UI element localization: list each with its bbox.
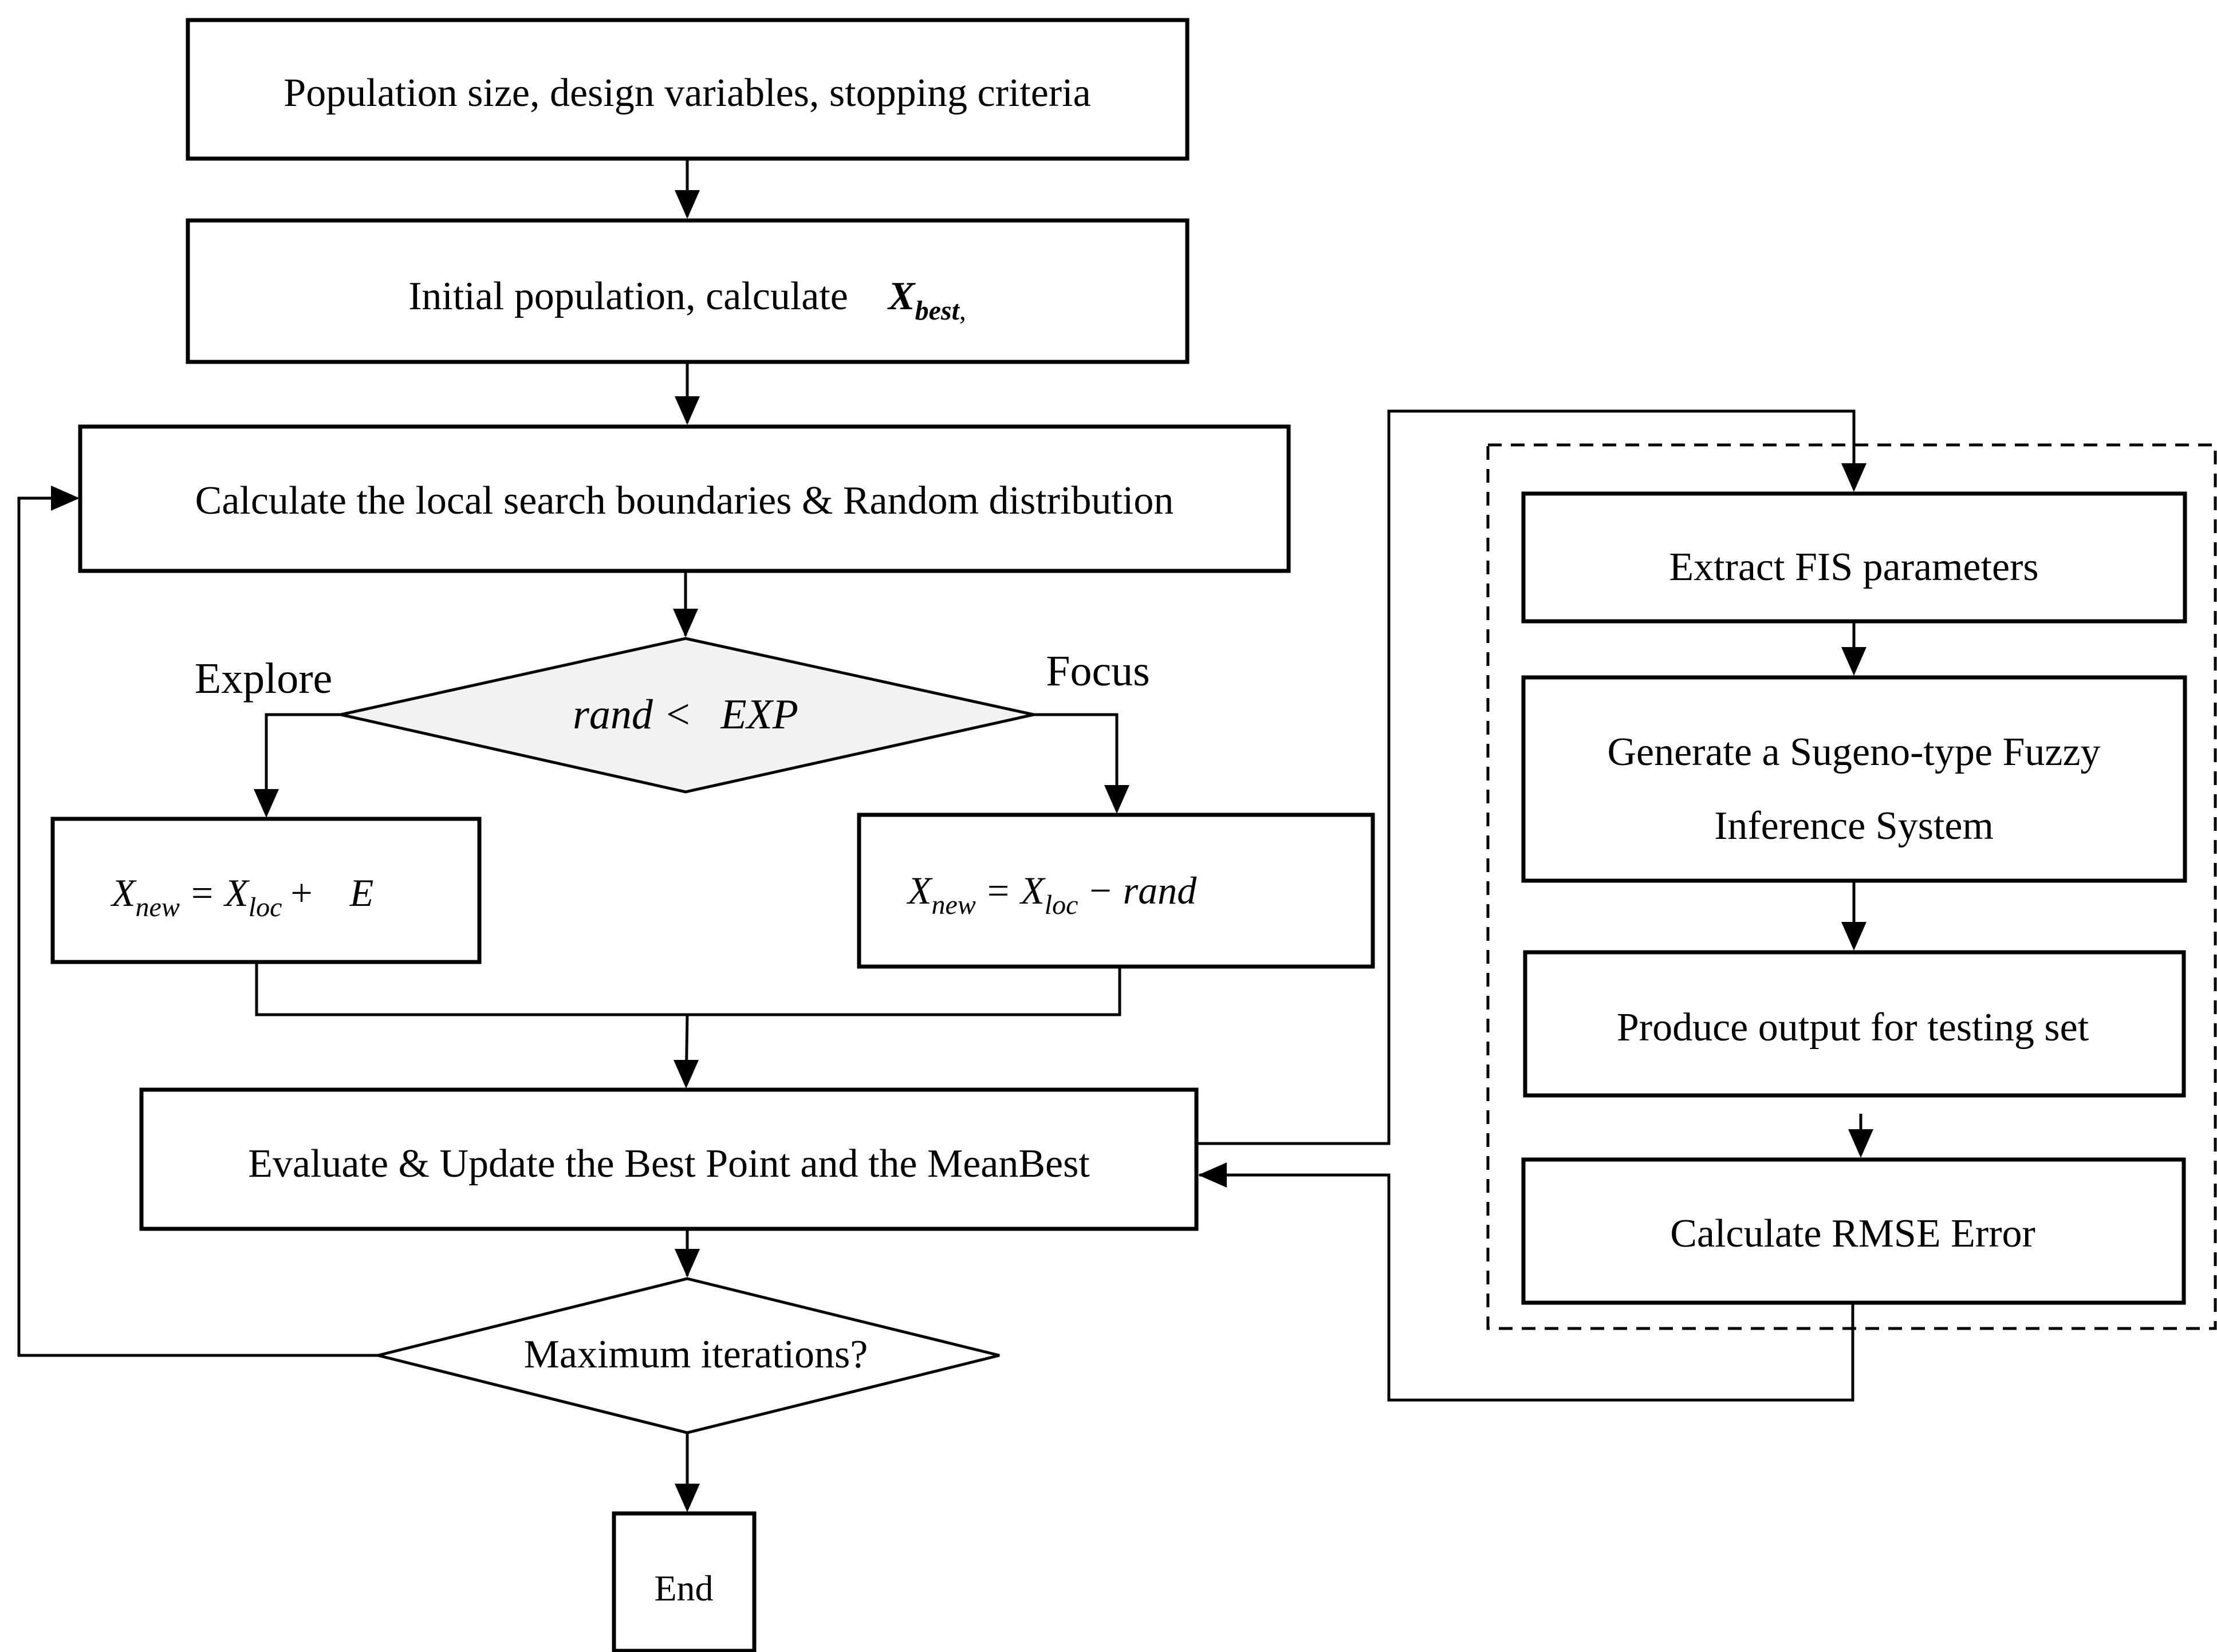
initial-population-box bbox=[186, 218, 1190, 364]
rand-decision bbox=[340, 637, 1034, 794]
extract-fis-label: Extract FIS parameters bbox=[1669, 545, 2038, 589]
arrowhead-generate bbox=[1841, 647, 1866, 676]
arrowhead-end bbox=[675, 1484, 700, 1512]
loop-back-line bbox=[17, 496, 378, 1357]
produce-output-label: Produce output for testing set bbox=[1617, 1006, 2089, 1050]
end-box bbox=[612, 1511, 757, 1652]
focus-equation-box bbox=[857, 813, 1375, 969]
arrowhead-focus bbox=[1104, 785, 1129, 814]
inputs-box bbox=[186, 18, 1190, 161]
explore-branch-line bbox=[265, 713, 341, 813]
evaluate-to-fis-line bbox=[1196, 409, 1856, 1145]
arrowheads bbox=[51, 190, 1873, 1512]
explore-equation-box bbox=[50, 817, 482, 964]
arrowhead-return-evaluate bbox=[1198, 1162, 1227, 1188]
produce-output-box bbox=[1523, 950, 2186, 1098]
arrowhead-extract bbox=[1841, 463, 1866, 492]
arrowhead-boundaries bbox=[675, 396, 700, 425]
explore-label: Explore bbox=[195, 655, 333, 703]
arrowhead-produce bbox=[1841, 922, 1866, 951]
explore-merge-line bbox=[255, 962, 1121, 1016]
end-label: End bbox=[654, 1568, 713, 1608]
rmse-label: Calculate RMSE Error bbox=[1670, 1212, 2035, 1256]
focus-label: Focus bbox=[1046, 647, 1150, 695]
inputs-label: Population size, design variables, stopp… bbox=[283, 71, 1090, 115]
extract-fis-box bbox=[1521, 491, 2187, 624]
evaluate-label: Evaluate & Update the Best Point and the… bbox=[248, 1142, 1090, 1186]
arrowhead-explore bbox=[254, 789, 279, 818]
arrowhead-evaluate bbox=[674, 1060, 699, 1089]
arrowhead-max-iterations bbox=[675, 1249, 700, 1278]
rmse-to-evaluate-line bbox=[1199, 1173, 1854, 1402]
focus-equation: Xnew=Xloc−rand bbox=[906, 869, 1197, 920]
focus-branch-line bbox=[1034, 713, 1119, 810]
arrowhead-loop-back bbox=[51, 486, 80, 511]
boundaries-label: Calculate the local search boundaries & … bbox=[195, 479, 1174, 523]
generate-fis-line1: Generate a Sugeno-type Fuzzy bbox=[1607, 730, 2100, 774]
rand-decision-label: rand <EXP bbox=[573, 691, 798, 738]
explore-equation: Xnew=Xloc+E bbox=[110, 871, 373, 922]
generate-fis-box bbox=[1521, 675, 2187, 883]
arrowhead-rmse bbox=[1848, 1129, 1873, 1158]
arrowhead-decision bbox=[673, 609, 698, 637]
evaluate-box bbox=[139, 1087, 1199, 1231]
generate-fis-line2: Inference System bbox=[1714, 804, 1994, 848]
boundaries-box bbox=[78, 424, 1291, 573]
arrowhead-initial bbox=[675, 190, 700, 219]
max-iterations-label: Maximum iterations? bbox=[524, 1332, 868, 1377]
